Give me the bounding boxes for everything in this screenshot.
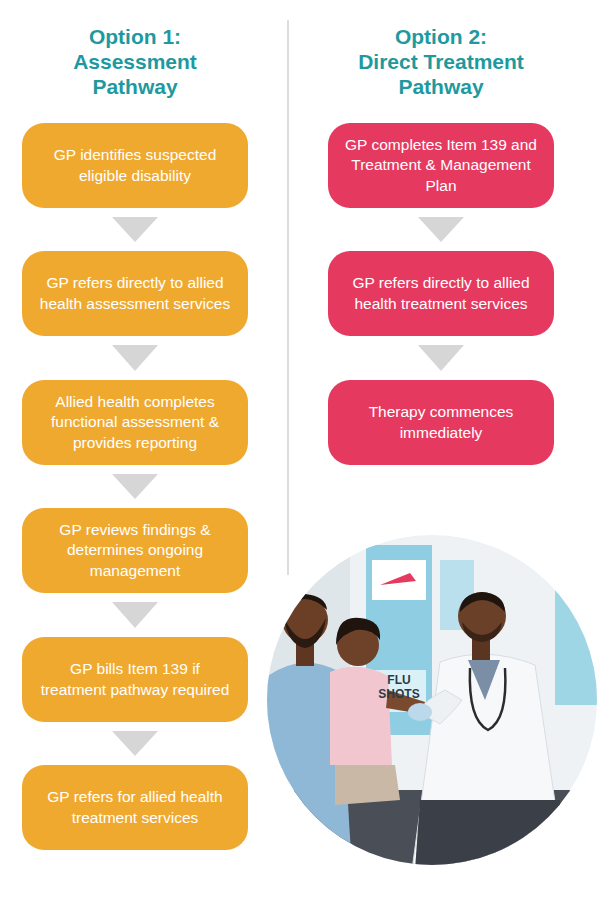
doctor-beard [462, 622, 502, 642]
box-text: GP refers for allied health treatment se… [36, 787, 234, 827]
flow-arrow [112, 474, 158, 499]
column-divider [287, 20, 289, 575]
process-box: GP reviews findings & determines ongoing… [22, 508, 248, 593]
poster-text: FLU SHOTS [372, 673, 426, 701]
child-hair [336, 618, 380, 645]
flow-arrow [418, 345, 464, 371]
process-box: GP identifies suspected eligible disabil… [22, 123, 248, 208]
process-box: GP refers directly to allied health trea… [328, 251, 554, 336]
man-hair [283, 594, 327, 610]
box-text: GP completes Item 139 and Treatment & Ma… [342, 135, 540, 195]
flow-arrow [112, 345, 158, 371]
doctor-glove [408, 703, 432, 721]
process-box: Allied health completes functional asses… [22, 380, 248, 465]
child-top [330, 667, 392, 765]
process-box: GP refers for allied health treatment se… [22, 765, 248, 850]
process-box: GP completes Item 139 and Treatment & Ma… [328, 123, 554, 208]
doctor-head [458, 592, 506, 640]
flow-arrow [112, 731, 158, 756]
box-text: GP bills Item 139 if treatment pathway r… [36, 659, 234, 699]
side-poster [555, 585, 600, 705]
doctor-shirt [468, 660, 500, 700]
poster-icon [380, 573, 416, 585]
column-heading: Direct Treatment Pathway [341, 49, 541, 99]
box-text: GP reviews findings & determines ongoing… [36, 520, 234, 580]
box-text: GP refers directly to allied health trea… [342, 273, 540, 313]
box-text: GP identifies suspected eligible disabil… [36, 145, 234, 185]
column-heading: Option 1: [35, 24, 235, 49]
column-heading: Assessment Pathway [60, 49, 210, 99]
flow-arrow [418, 217, 464, 242]
flow-arrow [112, 217, 158, 242]
box-text: GP refers directly to allied health asse… [36, 273, 234, 313]
process-box: Therapy commences immediately [328, 380, 554, 465]
child-legs [335, 765, 400, 805]
doctor-hair [460, 592, 505, 612]
box-text: Allied health completes functional asses… [36, 392, 234, 452]
process-box: GP refers directly to allied health asse… [22, 251, 248, 336]
column-heading: Option 2: [341, 24, 541, 49]
clinic-photo [260, 530, 600, 870]
process-box: GP bills Item 139 if treatment pathway r… [22, 637, 248, 722]
photo-wall [260, 530, 600, 870]
flow-arrow [112, 602, 158, 628]
doctor-trousers [415, 800, 570, 870]
poster-panel [372, 560, 426, 600]
box-text: Therapy commences immediately [342, 402, 540, 442]
stethoscope [470, 668, 506, 730]
man-beard [284, 618, 326, 648]
